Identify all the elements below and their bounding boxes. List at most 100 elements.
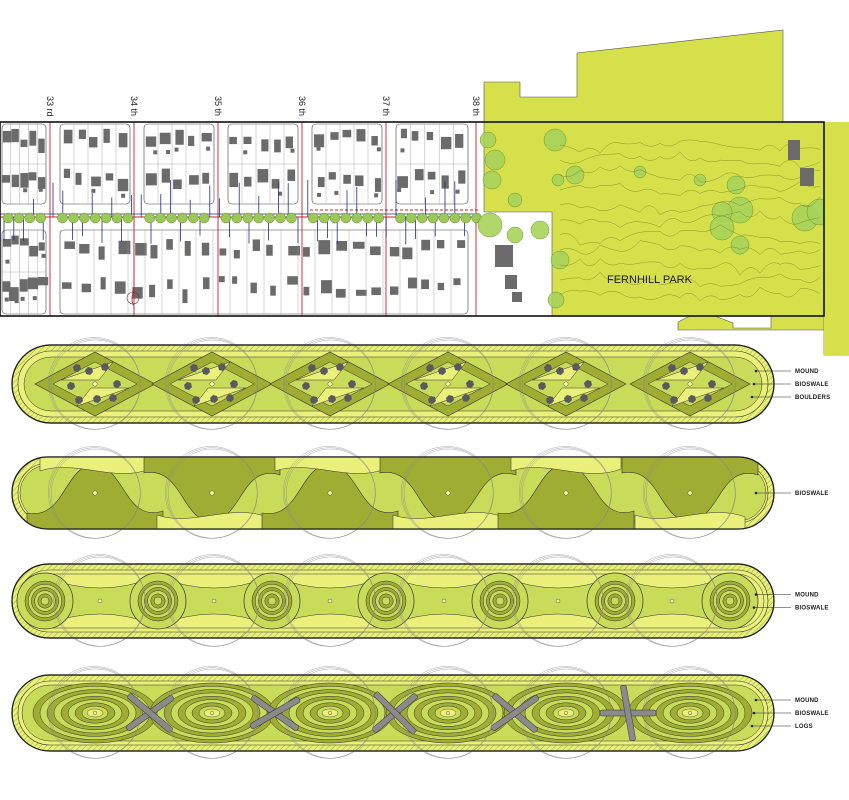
guide-circle: [169, 556, 260, 647]
guide-circle: [521, 339, 612, 430]
guide-circle: [285, 448, 376, 539]
building: [32, 296, 37, 301]
building: [166, 150, 171, 155]
building: [174, 147, 179, 152]
building: [512, 292, 522, 302]
building: [440, 136, 452, 150]
building: [285, 136, 293, 149]
building: [2, 238, 12, 247]
swale-wave-light: [510, 457, 622, 474]
building: [63, 168, 71, 179]
log: [490, 695, 540, 731]
capsule-content: [17, 680, 769, 746]
street-tree: [416, 212, 428, 224]
street-tree: [111, 212, 123, 224]
log-pair: [599, 684, 657, 742]
drain-point: [92, 711, 97, 716]
building: [330, 132, 339, 140]
building: [455, 133, 464, 148]
building: [145, 136, 157, 147]
building: [29, 245, 39, 257]
legend-label: MOUND: [795, 369, 819, 375]
building: [135, 242, 147, 256]
guide-circle: [645, 668, 736, 759]
drain-point: [688, 711, 693, 716]
boulder: [73, 364, 81, 372]
building: [203, 277, 210, 290]
street-tree: [166, 212, 177, 224]
boulder: [75, 396, 83, 404]
terrace: [193, 387, 247, 407]
building: [274, 139, 281, 153]
building: [28, 172, 37, 181]
mound-contour: [610, 596, 620, 606]
building: [78, 129, 86, 140]
building: [252, 239, 261, 251]
building: [317, 177, 325, 188]
building: [303, 286, 310, 296]
building: [89, 137, 98, 148]
boulder: [428, 396, 436, 404]
street-tree: [231, 212, 243, 224]
building: [38, 242, 45, 251]
building: [201, 242, 210, 256]
building: [98, 246, 105, 260]
boulder: [438, 367, 446, 375]
bioswale-panels: MOUNDBIOSWALEBOULDERSBIOSWALEMOUNDBIOSWA…: [11, 337, 830, 759]
building: [788, 140, 800, 160]
park-tree: [479, 131, 497, 149]
boulder: [348, 380, 356, 388]
site-boundary: [0, 121, 825, 317]
log: [620, 684, 636, 742]
terrace: [311, 387, 365, 407]
building: [352, 241, 365, 249]
legend-label: LOGS: [795, 724, 813, 730]
drain-point: [327, 490, 333, 496]
building: [153, 150, 158, 155]
guide-circle: [645, 448, 736, 539]
street-tree: [264, 212, 275, 224]
building: [117, 178, 129, 192]
building: [370, 246, 381, 256]
building: [121, 193, 126, 198]
drain-point: [441, 598, 447, 604]
boulder: [320, 367, 328, 375]
city-blocks: [0, 122, 824, 316]
drain-point: [327, 598, 333, 604]
street-tree: [198, 212, 210, 224]
guide-circle: [403, 339, 494, 430]
street-tree: [395, 212, 406, 224]
building: [218, 276, 225, 283]
contour-line: [559, 224, 821, 246]
boulder: [426, 364, 434, 372]
building: [118, 133, 128, 148]
boulder: [308, 364, 316, 372]
building: [426, 131, 434, 141]
building: [91, 176, 101, 187]
boulder: [446, 395, 454, 403]
building: [188, 135, 195, 147]
street-tree: [460, 212, 472, 224]
building: [2, 281, 11, 292]
street-tree: [57, 212, 68, 224]
building: [184, 240, 191, 256]
boulder: [580, 394, 588, 402]
building: [400, 148, 405, 153]
boulder: [336, 363, 344, 371]
terrace: [76, 387, 130, 407]
park-label: FERNHILL PARK: [607, 274, 693, 286]
drain-point: [555, 598, 561, 604]
mound-contour: [381, 596, 391, 606]
guide-circle: [167, 668, 258, 759]
building: [1, 175, 11, 183]
building: [182, 289, 188, 304]
building: [229, 172, 239, 188]
park-contours: [559, 139, 821, 302]
street-label-2: 34 th: [129, 96, 139, 116]
drain-point: [446, 711, 451, 716]
street-tree: [307, 212, 319, 224]
contour-line: [559, 151, 821, 169]
drain-point: [92, 490, 98, 496]
